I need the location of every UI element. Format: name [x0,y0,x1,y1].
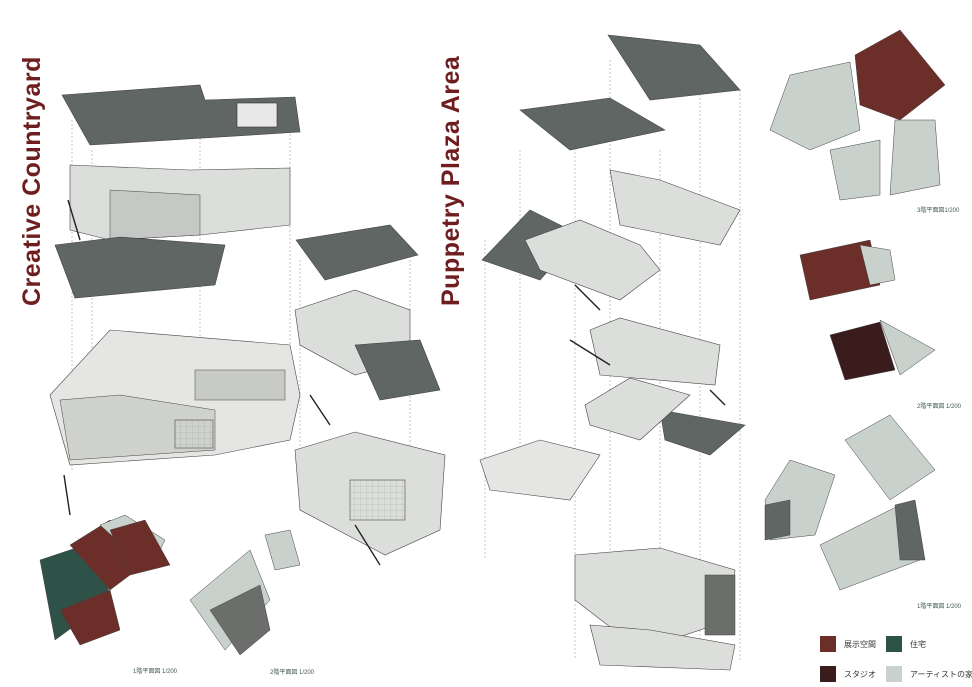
left-ground-floor [49,329,301,466]
right-floor-plan-3 [769,29,946,201]
caption-right-floor1: 1階平面図 1/200 [917,604,962,610]
legend-swatch [886,636,902,652]
legend-item-artist-house: アーティストの家 [886,666,972,682]
legend-swatch [820,636,836,652]
right-floors [479,169,741,671]
right-floor-plan-2 [799,239,936,381]
caption-right-floor3: 3階平面図1/200 [917,208,960,214]
legend-label: アーティストの家 [910,669,972,679]
left-annex-lower [294,431,446,556]
left-floor-plan-1 [39,514,171,646]
legend-label: 住宅 [910,639,926,649]
legend-item-housing: 住宅 [886,636,926,652]
legend-swatch [820,666,836,682]
legend-label: 展示空間 [844,639,876,649]
legend-item-exhibition: 展示空間 [820,636,876,652]
caption-left-floor1: 1階平面図 1/200 [133,669,178,675]
caption-right-floor2: 2階平面図 1/200 [917,404,962,410]
left-lower-roof [54,236,226,299]
left-annex-roof [295,224,419,281]
stairs [63,199,726,566]
legend-label: スタジオ [844,669,876,679]
left-floor-plan-2 [189,529,301,656]
caption-left-floor2: 2階平面図 1/200 [270,670,315,676]
right-floor-plan-1 [764,414,936,591]
left-annex-upper [294,289,441,401]
left-upper-floor [69,164,291,241]
left-roof-top [61,84,301,146]
legend-swatch [886,666,902,682]
legend-item-studio: スタジオ [820,666,876,682]
